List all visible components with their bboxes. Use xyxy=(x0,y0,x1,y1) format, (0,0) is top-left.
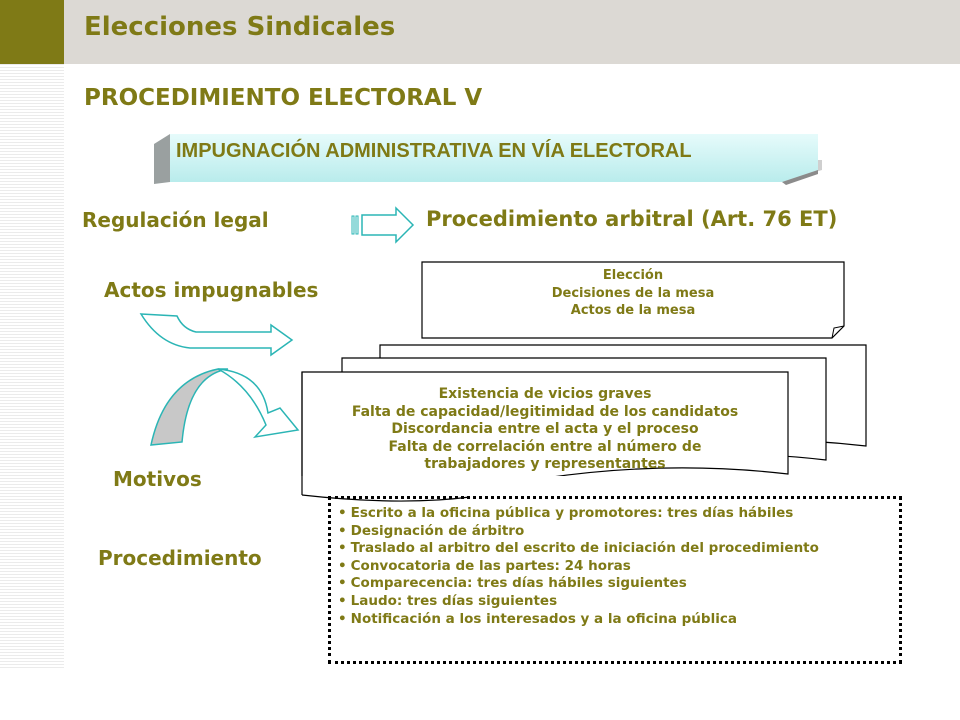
procedimiento-arbitral-text: Procedimiento arbitral (Art. 76 ET) xyxy=(426,207,838,231)
procedimiento-box xyxy=(328,496,902,664)
list-item: •Notificación a los interesados y a la o… xyxy=(338,610,737,627)
app-title: Elecciones Sindicales xyxy=(84,12,396,42)
curved-arrow-icon xyxy=(150,368,300,446)
list-item: •Convocatoria de las partes: 24 horas xyxy=(338,557,631,574)
procedimiento-list: •Escrito a la oficina pública y promotor… xyxy=(338,505,898,628)
procedimiento-label: Procedimiento xyxy=(98,546,262,570)
slide-title: PROCEDIMIENTO ELECTORAL V xyxy=(84,85,483,111)
header-bar xyxy=(0,0,960,64)
actos-item: Actos de la mesa xyxy=(570,303,696,318)
list-item: •Escrito a la oficina pública y promotor… xyxy=(338,505,794,521)
actos-label: Actos impugnables xyxy=(104,278,319,302)
list-item: •Comparecencia: tres días hábiles siguie… xyxy=(338,575,687,592)
motivos-list: Existencia de vicios graves Falta de cap… xyxy=(302,386,788,474)
list-item: •Designación de árbitro xyxy=(338,522,525,539)
bullet-icon: • xyxy=(338,522,347,539)
actos-list: Elección Decisiones de la mesa Actos de … xyxy=(422,267,844,320)
bullet-icon: • xyxy=(338,557,347,574)
list-item: •Traslado al arbitro del escrito de inic… xyxy=(338,540,819,557)
bent-arrow-icon xyxy=(139,313,294,357)
regulacion-label: Regulación legal xyxy=(82,208,269,232)
actos-item: Elección xyxy=(602,268,664,283)
motivos-item: trabajadores y representantes xyxy=(424,456,666,472)
left-decorative-stripe xyxy=(0,64,64,670)
right-arrow-icon xyxy=(351,206,415,244)
actos-item: Decisiones de la mesa xyxy=(551,285,715,301)
motivos-item: Falta de correlación entre al número de xyxy=(388,438,702,455)
bullet-icon: • xyxy=(338,610,347,627)
bullet-icon: • xyxy=(338,592,347,609)
bullet-icon: • xyxy=(338,575,347,592)
motivos-item: Existencia de vicios graves xyxy=(438,386,652,402)
motivos-item: Discordancia entre el acta y el proceso xyxy=(391,421,699,437)
header-accent-block xyxy=(0,0,64,64)
bullet-icon: • xyxy=(338,540,347,557)
motivos-item: Falta de capacidad/legitimidad de los ca… xyxy=(351,403,739,420)
list-item: •Laudo: tres días siguientes xyxy=(338,592,558,609)
bullet-icon: • xyxy=(338,505,347,521)
banner-shape xyxy=(154,134,822,185)
banner-title: IMPUGNACIÓN ADMINISTRATIVA EN VÍA ELECTO… xyxy=(176,140,692,162)
motivos-label: Motivos xyxy=(113,467,202,491)
